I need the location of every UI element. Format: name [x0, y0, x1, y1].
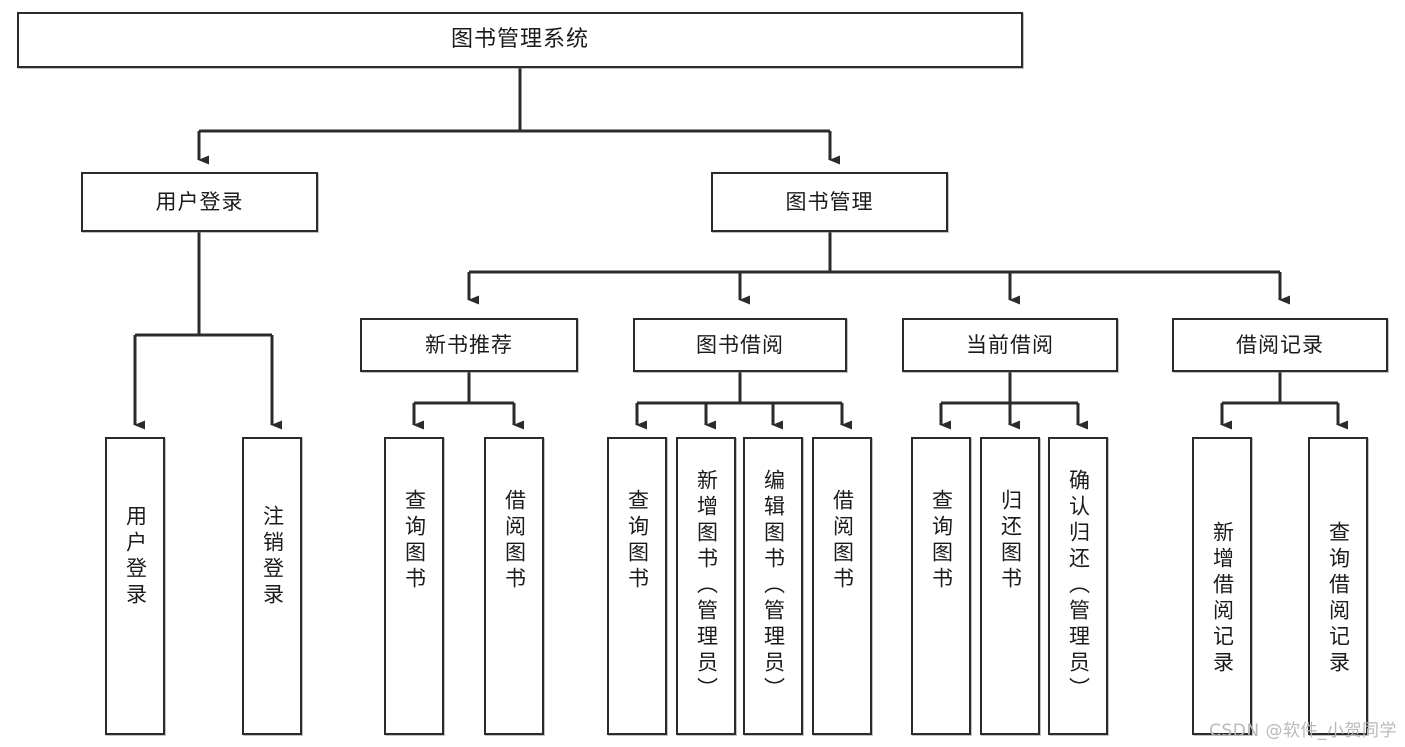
node-current-borrow-label: 当前借阅: [966, 332, 1054, 357]
watermark: CSDN @软件_小贺同学: [1209, 721, 1397, 741]
node-leaf-edit-book-label: 编辑图书（管理员）: [761, 469, 786, 703]
node-leaf-return-book[interactable]: 归还图书: [980, 437, 1040, 735]
node-leaf-borrow-book-2-label: 借阅图书: [830, 489, 855, 593]
node-leaf-add-record[interactable]: 新增借阅记录: [1192, 437, 1252, 735]
node-leaf-borrow-book-1-label: 借阅图书: [502, 489, 527, 593]
node-leaf-query-record[interactable]: 查询借阅记录: [1308, 437, 1368, 735]
node-leaf-query-book-1-label: 查询图书: [402, 489, 427, 593]
node-leaf-query-book-3-label: 查询图书: [929, 489, 954, 593]
node-user-login[interactable]: 用户登录: [81, 172, 318, 232]
node-book-borrow[interactable]: 图书借阅: [633, 318, 847, 372]
node-leaf-logout-login-label: 注销登录: [260, 505, 285, 609]
node-root-label: 图书管理系统: [450, 27, 589, 53]
node-leaf-add-record-label: 新增借阅记录: [1210, 521, 1235, 677]
node-leaf-edit-book[interactable]: 编辑图书（管理员）: [743, 437, 803, 735]
node-borrow-record-label: 借阅记录: [1236, 332, 1324, 357]
node-current-borrow[interactable]: 当前借阅: [902, 318, 1118, 372]
node-leaf-query-book-3[interactable]: 查询图书: [911, 437, 971, 735]
node-leaf-query-book-2[interactable]: 查询图书: [607, 437, 667, 735]
node-leaf-logout-login[interactable]: 注销登录: [242, 437, 302, 735]
node-new-book-rec-label: 新书推荐: [425, 332, 513, 357]
node-leaf-query-book-1[interactable]: 查询图书: [384, 437, 444, 735]
node-book-manage-label: 图书管理: [785, 189, 874, 214]
node-leaf-add-book-label: 新增图书（管理员）: [694, 469, 719, 703]
node-leaf-user-login-label: 用户登录: [123, 505, 148, 609]
node-book-manage[interactable]: 图书管理: [711, 172, 948, 232]
node-leaf-add-book[interactable]: 新增图书（管理员）: [676, 437, 736, 735]
node-leaf-confirm-return-label: 确认归还（管理员）: [1066, 469, 1091, 703]
node-root[interactable]: 图书管理系统: [17, 12, 1023, 68]
node-leaf-query-record-label: 查询借阅记录: [1326, 521, 1351, 677]
node-leaf-return-book-label: 归还图书: [998, 489, 1023, 593]
node-user-login-label: 用户登录: [155, 189, 244, 214]
node-borrow-record[interactable]: 借阅记录: [1172, 318, 1388, 372]
node-new-book-rec[interactable]: 新书推荐: [360, 318, 578, 372]
node-leaf-borrow-book-1[interactable]: 借阅图书: [484, 437, 544, 735]
node-leaf-borrow-book-2[interactable]: 借阅图书: [812, 437, 872, 735]
node-book-borrow-label: 图书借阅: [696, 332, 784, 357]
node-leaf-query-book-2-label: 查询图书: [625, 489, 650, 593]
node-leaf-confirm-return[interactable]: 确认归还（管理员）: [1048, 437, 1108, 735]
node-leaf-user-login[interactable]: 用户登录: [105, 437, 165, 735]
